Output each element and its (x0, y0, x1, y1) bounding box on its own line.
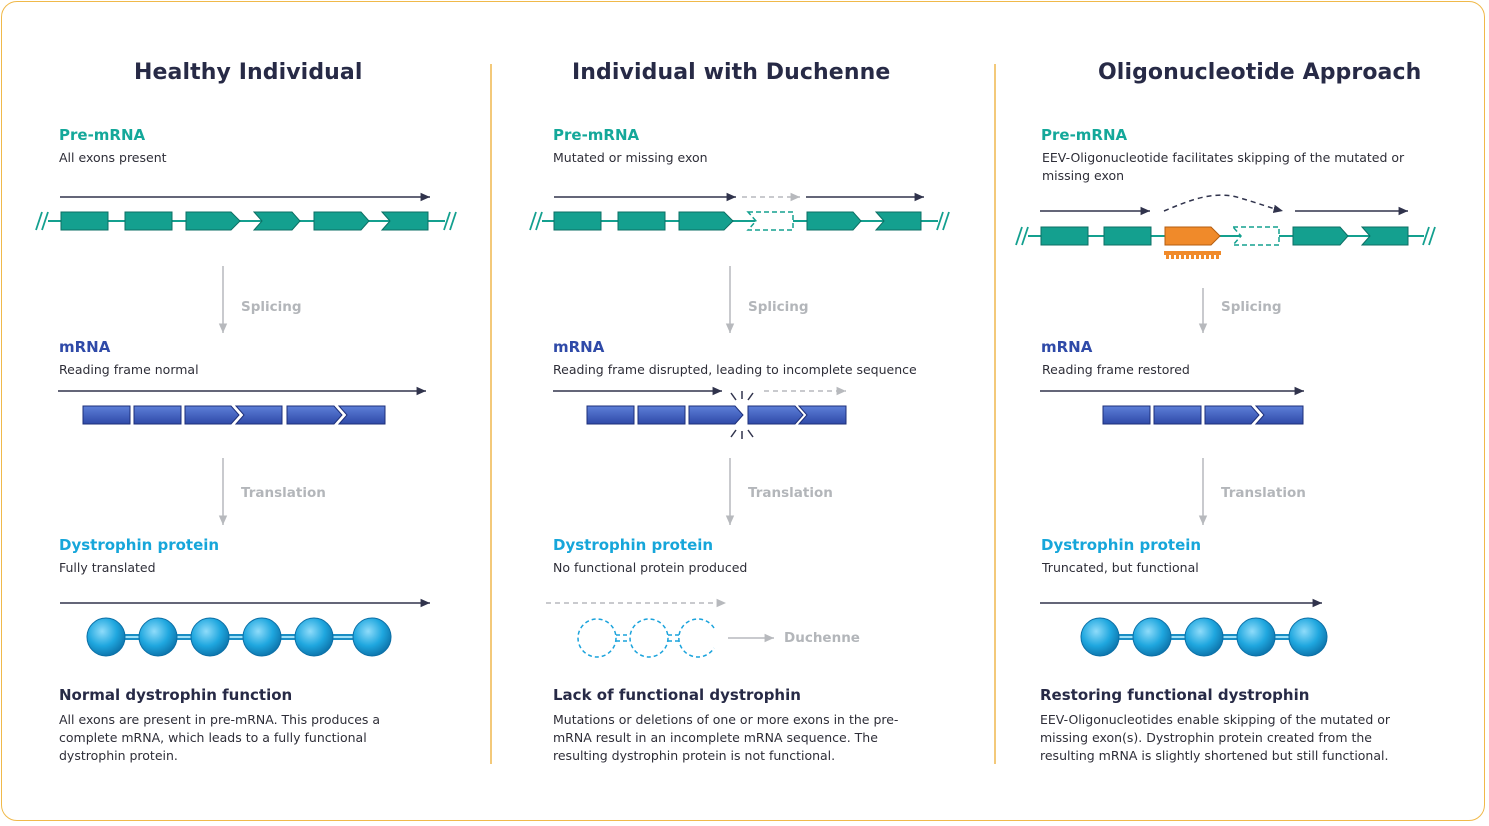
exon-1 (1040, 226, 1089, 246)
protein-label: Dystrophin protein (59, 536, 220, 554)
summary-body: EEV-Oligonucleotides enable skipping of … (1040, 712, 1391, 763)
healthy-diagram (35, 192, 457, 657)
mrna-description: Reading frame disrupted, leading to inco… (553, 362, 917, 377)
exon-skip-arrow (1163, 194, 1284, 213)
pre-mrna-description: All exons present (59, 150, 167, 165)
mrna-description: Reading frame normal (59, 362, 199, 377)
missing-exon-4 (746, 211, 794, 231)
exon-6 (380, 211, 429, 231)
translation-label: Translation (1221, 485, 1306, 501)
mrna-label: mRNA (1041, 338, 1093, 356)
exon-1 (553, 211, 602, 231)
oligonucleotide-icon (1164, 251, 1221, 259)
exon-5 (806, 211, 862, 231)
exon-4 (252, 211, 301, 231)
strand-break-right-icon (1422, 226, 1436, 246)
summary-body: Mutations or deletions of one or more ex… (553, 712, 899, 763)
strand-break-left-icon (1015, 226, 1029, 246)
duchenne-diagram (529, 192, 950, 658)
splicing-label: Splicing (748, 299, 809, 315)
protein-description: No functional protein produced (553, 560, 748, 575)
exon-5 (1292, 226, 1349, 246)
splicing-label: Splicing (241, 299, 302, 315)
truncated-protein-chain (1080, 617, 1328, 657)
pre-mrna-label: Pre-mRNA (59, 126, 146, 144)
column-divider-1 (490, 64, 492, 764)
strand-break-left-icon (35, 211, 49, 231)
exon-6 (874, 211, 922, 231)
summary-title: Lack of functional dystrophin (553, 686, 801, 704)
frameshift-burst-icon (730, 391, 754, 439)
exon-5 (313, 211, 370, 231)
duchenne-outcome-label: Duchenne (784, 630, 860, 646)
strand-break-right-icon (443, 211, 457, 231)
column-divider-2 (994, 64, 996, 764)
pre-mrna-label: Pre-mRNA (1041, 126, 1128, 144)
exon-2 (124, 211, 173, 231)
column-title: Oligonucleotide Approach (1098, 60, 1422, 85)
exon-3 (185, 211, 241, 231)
pre-mrna-label: Pre-mRNA (553, 126, 640, 144)
dystrophin-protein-chain (86, 617, 392, 657)
column-title: Individual with Duchenne (572, 60, 891, 85)
translation-label: Translation (241, 485, 326, 501)
protein-description: Fully translated (59, 560, 156, 575)
strand-break-right-icon (936, 211, 950, 231)
mrna-description: Reading frame restored (1042, 362, 1190, 377)
translation-label: Translation (748, 485, 833, 501)
skipped-exon-3 (1164, 226, 1221, 246)
pre-mrna-description: EEV-Oligonucleotide facilitates skipping… (1042, 150, 1405, 183)
protein-label: Dystrophin protein (553, 536, 714, 554)
mrna-label: mRNA (553, 338, 605, 356)
exon-2 (617, 211, 666, 231)
splicing-label: Splicing (1221, 299, 1282, 315)
summary-title: Restoring functional dystrophin (1040, 686, 1310, 704)
exon-3 (678, 211, 734, 231)
mrna-exons (1102, 405, 1304, 425)
mrna-label: mRNA (59, 338, 111, 356)
exon-6 (1360, 226, 1409, 246)
summary-title: Normal dystrophin function (59, 686, 293, 704)
summary-body: All exons are present in pre-mRNA. This … (59, 712, 381, 763)
protein-description: Truncated, but functional (1042, 560, 1199, 575)
mrna-exons (586, 405, 847, 425)
column-title: Healthy Individual (134, 60, 363, 85)
pre-mrna-description: Mutated or missing exon (553, 150, 708, 165)
mrna-exons (82, 405, 386, 425)
exon-2 (1103, 226, 1152, 246)
strand-break-left-icon (529, 211, 543, 231)
exon-1 (60, 211, 109, 231)
missing-exon-4 (1231, 226, 1280, 246)
nonfunctional-protein-chain (577, 618, 715, 658)
protein-label: Dystrophin protein (1041, 536, 1202, 554)
